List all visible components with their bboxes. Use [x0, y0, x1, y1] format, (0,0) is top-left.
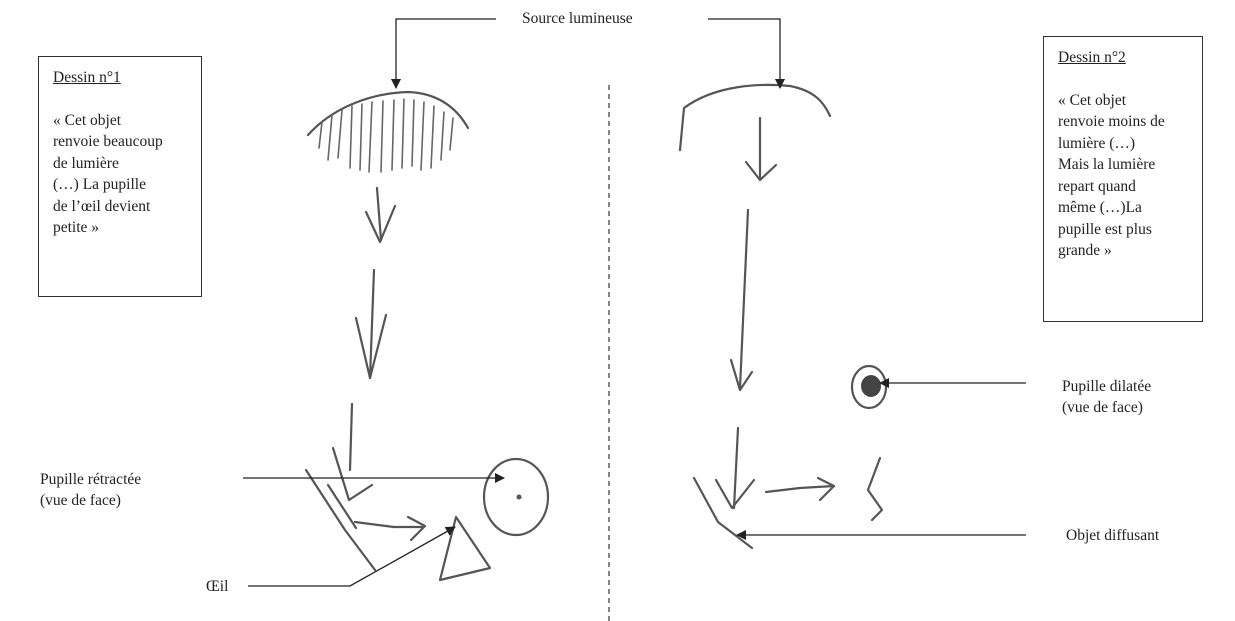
drawing1-pupil-dot	[516, 494, 522, 500]
drawing2-quote-box: Dessin n°2 « Cet objet renvoie moins de …	[1043, 36, 1203, 322]
drawing1-diffusing-object	[304, 468, 427, 572]
drawing2-quote-line: « Cet objet	[1058, 91, 1127, 109]
drawing2-quote-line: renvoie moins de	[1058, 113, 1165, 130]
drawing2-quote-line: lumière (…)	[1058, 134, 1136, 152]
drawing1-quote-line: (…) La pupille	[53, 176, 146, 193]
drawing1-pupil-label-line: Pupille rétractée	[40, 471, 142, 488]
drawing2-quote-line: grande »	[1058, 242, 1112, 259]
drawing1-quote-line: « Cet objet	[53, 111, 122, 129]
drawing1-eye-sketch	[438, 515, 492, 582]
drawing2-light-source	[678, 83, 832, 152]
drawing2-object-label: Objet diffusant	[1066, 527, 1160, 544]
drawing2-pupil-iris	[861, 375, 881, 397]
drawing1-quote-line: petite »	[53, 219, 100, 236]
drawing1-pupil-sketch	[482, 457, 550, 537]
source-leader-left	[391, 18, 496, 89]
drawing1-incident-light-arrows	[331, 186, 397, 502]
drawing2-quote-line: repart quand	[1058, 177, 1136, 195]
drawing1-sketch	[304, 90, 550, 582]
drawing2-sketch	[678, 83, 888, 550]
source-leader-right	[708, 18, 785, 89]
drawing2-title: Dessin n°2	[1058, 49, 1126, 66]
drawing2-pupil-label-line: (vue de face)	[1062, 399, 1143, 416]
drawing1-light-source	[306, 90, 470, 137]
drawing1-title: Dessin n°1	[53, 69, 121, 86]
drawing2-pupil-label: Pupille dilatée (vue de face)	[1062, 376, 1151, 418]
drawing1-quote-box: Dessin n°1 « Cet objet renvoie beaucoup …	[38, 56, 202, 297]
drawing2-quote-line: Mais la lumière	[1058, 156, 1156, 173]
source-label: Source lumineuse	[522, 10, 633, 27]
drawing2-incident-light-arrows	[714, 116, 778, 510]
drawing1-pupil-label-line: (vue de face)	[40, 492, 121, 509]
drawing1-eye-leader	[248, 526, 456, 587]
drawing1-quote-line: de l’œil devient	[53, 197, 151, 215]
drawing1-quote-line: de lumière	[53, 154, 119, 172]
drawing1-light-hatching	[318, 98, 454, 173]
drawing2-quote-line: pupille est plus	[1058, 220, 1152, 238]
drawing1-pupil-label: Pupille rétractée (vue de face)	[40, 469, 141, 511]
drawing1-quote-line: renvoie beaucoup	[53, 133, 163, 150]
drawing2-pupil-label-line: Pupille dilatée	[1062, 378, 1152, 395]
drawing1-eye-label: Œil	[206, 578, 229, 595]
drawing2-quote-line: même (…)La	[1058, 199, 1142, 216]
